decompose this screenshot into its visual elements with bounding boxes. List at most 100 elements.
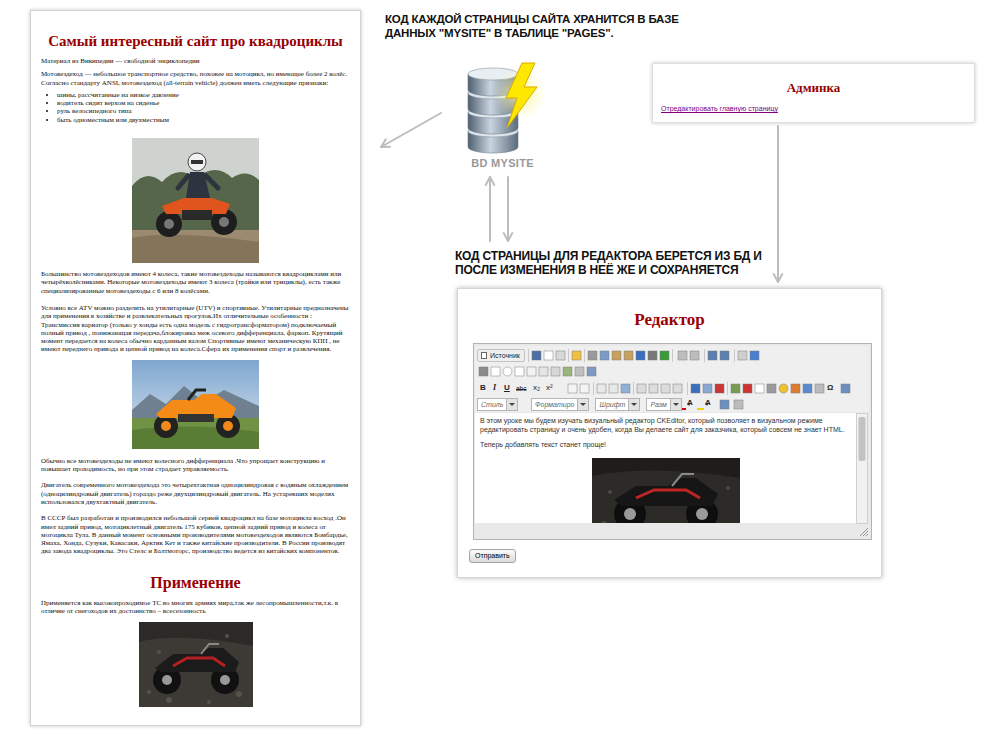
underline-icon: U [504,383,510,393]
illustration-part [164,219,174,229]
font-dropdown: Шрифт [595,398,640,411]
illustration-part [580,384,589,393]
illustration-part [527,367,536,376]
illustration-part [178,414,214,422]
illustration-part [743,384,752,393]
special-char-icon: Ω [827,383,833,393]
dropdown-text: Разм [650,400,666,409]
dropdown-text: Стиль [481,400,503,409]
paragraph: Мотовездеход — небольшое транспортное ср… [41,70,350,87]
illustration-part [726,486,730,490]
illustration-part [624,508,636,520]
illustration-part [704,349,705,362]
illustration-part [155,648,239,672]
database-label: BD MYSITE [455,157,550,170]
subscript-icon: x₂ [533,383,540,393]
illustration-part [132,235,259,263]
illustration-part [219,217,229,227]
paragraph: Большинство мотовездеходов имеют 4 колес… [41,270,350,295]
text-color-icon: A [687,398,693,408]
arrow-head [486,177,495,185]
bg-color-icon: A [705,398,711,408]
illustration-part [673,384,682,393]
superscript-icon: x² [546,383,553,393]
illustration-part [841,384,850,393]
illustration-part [715,384,724,393]
paragraph: Обычно все мотовездеходы не имеют колесн… [41,457,350,474]
illustration-part [584,349,585,362]
illustration-part [592,458,740,478]
illustration-part [672,474,694,486]
illustration-part [178,176,218,188]
illustration-part [727,382,728,395]
illustration-part [696,508,708,520]
illustration-part [188,153,206,171]
illustration-part [612,351,621,360]
illustration-part [587,367,596,376]
illustration-part [551,367,560,376]
flow-arrow [774,126,783,282]
dropdown-text: Форматиро [535,400,574,409]
strike-icon: abc [516,384,526,394]
illustration-part [132,230,259,263]
editor-note: КОД СТРАНИЦЫ ДЛЯ РЕДАКТОРА БЕРЕТСЯ ИЗ БД… [455,249,767,277]
illustration-part [703,384,712,393]
bullet-item: быть одноместным или двухместным [57,116,350,124]
bullet-list: шины, рассчитанные на низкое давлениевод… [41,91,350,124]
bold-icon: B [480,383,486,393]
arrow-head [381,139,390,147]
illustration-part [223,421,233,431]
arrow-line [489,177,491,241]
dropdown-arrow [670,399,681,410]
dropdown-triangle [580,403,586,406]
illustration-part [132,426,259,449]
illustration-part [597,384,606,393]
bullet-item: руль велосипедного типа [57,107,350,115]
illustration-part [734,400,743,409]
editor-content-area: В этом уроке мы будем изучать визуальный… [475,413,856,523]
paragraph: В СССР был разработан и производился неб… [41,514,350,555]
illustration-part [132,360,259,449]
illustration-part [608,490,612,494]
illustration-part [201,644,219,654]
illustration-part [503,367,512,376]
illustration-part [720,351,729,360]
illustration-part [182,210,212,220]
illustration-part [755,384,764,393]
illustration-part [474,344,872,540]
illustration-part [649,384,658,393]
flow-arrow [381,113,441,147]
button-text: Источник [490,351,520,360]
illustration-part [857,414,868,524]
dropdown-arrow [506,399,517,410]
size-dropdown: Разм [646,398,681,411]
flow-arrow [504,177,513,241]
arrow-head [774,274,783,282]
illustration-part [475,524,869,538]
illustration-part [156,211,182,237]
illustration-part [147,690,151,694]
editor-heading: Редактор [458,310,881,330]
illustration-part [691,384,700,393]
illustration-part [600,351,609,360]
italic-icon: I [493,383,496,393]
button-text: Отправить [475,551,510,561]
illustration-part [532,351,541,360]
illustration-part [803,384,812,393]
paragraph: Применяется как высокопроходимое ТС во м… [41,599,350,616]
source-button: Источник [477,349,525,362]
illustration-part [609,384,618,393]
editor-panel: КОД СТРАНИЦЫ ДЛЯ РЕДАКТОРА БЕРЕТСЯ ИЗ БД… [457,288,882,578]
illustration-part [207,700,211,704]
illustration-part [624,351,633,360]
illustration-part [132,138,259,263]
illustration-part [162,675,172,685]
dropdown-text: Шрифт [599,400,625,409]
illustration-part [779,384,788,393]
illustration-part [614,478,718,506]
illustration-part [720,400,729,409]
illustration-part [767,384,776,393]
illustration-part [750,351,759,360]
editor-quad-photo [592,458,740,524]
dropdown-triangle [509,403,515,406]
